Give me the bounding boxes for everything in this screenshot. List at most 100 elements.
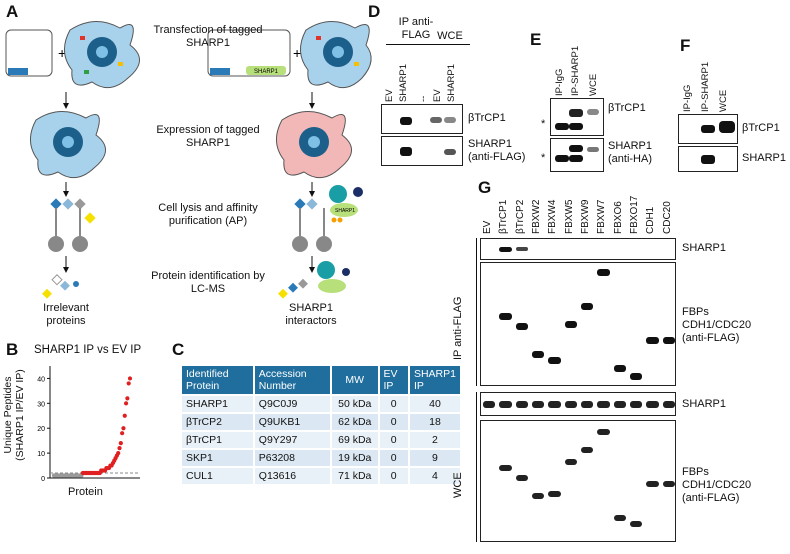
data-point bbox=[118, 441, 123, 446]
cell: 0 bbox=[378, 448, 410, 467]
irrelevant-fragments bbox=[42, 274, 79, 299]
lane-g-label: FBXW4 bbox=[547, 199, 559, 234]
lane-g-label: FBXW2 bbox=[531, 199, 542, 234]
cell: P63208 bbox=[253, 448, 333, 467]
cell: 19 kDa bbox=[331, 448, 380, 467]
cell: 0 bbox=[378, 394, 410, 413]
y-tick-label: 40 bbox=[37, 376, 45, 383]
cell: 0 bbox=[378, 412, 410, 431]
y-tick-label: 30 bbox=[37, 401, 45, 408]
workflow-diagram: + SHARP1 + bbox=[5, 21, 372, 299]
blot-e-sharp1 bbox=[550, 138, 604, 172]
lane-f-sharp1: IP-SHARP1 bbox=[700, 61, 711, 112]
lane-e-igg: IP-IgG bbox=[554, 68, 565, 96]
band bbox=[548, 491, 561, 497]
band bbox=[564, 321, 577, 328]
group-wce-line bbox=[432, 44, 470, 45]
section-line-wce bbox=[476, 392, 477, 542]
table-row: βTrCP1 Q9Y297 69 kDa 0 2 bbox=[182, 430, 463, 449]
plasmid-empty bbox=[5, 29, 53, 77]
lane-g-label: CDH1 bbox=[645, 206, 657, 234]
band bbox=[581, 447, 594, 453]
chart-ylabel: Unique Peptides (SHARP1 IP/EV IP) bbox=[2, 369, 26, 461]
data-point bbox=[125, 396, 130, 401]
row-f-btrcp1: βTrCP1 bbox=[742, 122, 780, 134]
blot-d-btrcp1 bbox=[381, 104, 463, 134]
data-point bbox=[122, 413, 127, 418]
lane-empty: -- bbox=[418, 95, 429, 102]
table-row: βTrCP2 Q9UKB1 62 kDa 0 18 bbox=[182, 412, 463, 431]
lane-f-wce: WCE bbox=[718, 89, 729, 112]
band bbox=[548, 357, 561, 364]
band bbox=[548, 401, 561, 408]
cell: Q9C0J9 bbox=[253, 394, 333, 413]
data-point bbox=[116, 451, 121, 456]
band bbox=[630, 401, 643, 408]
data-point bbox=[127, 376, 133, 381]
y-tick-label: 0 bbox=[41, 476, 45, 483]
band bbox=[646, 337, 659, 344]
cell: SHARP1 bbox=[182, 394, 255, 413]
step-identification: Protein identification by LC-MS bbox=[151, 270, 265, 295]
cell: 4 bbox=[408, 466, 463, 484]
table-header-row: Identified Protein Accession Number MW E… bbox=[182, 366, 463, 395]
data-point bbox=[123, 401, 129, 406]
cell: βTrCP2 bbox=[182, 412, 255, 431]
cell: βTrCP1 bbox=[182, 430, 255, 449]
row-g-wce-sharp1: SHARP1 bbox=[682, 398, 727, 410]
lane-g-label: EV bbox=[482, 220, 493, 234]
band bbox=[613, 365, 626, 372]
blot-e-btrcp1 bbox=[550, 98, 604, 136]
band bbox=[597, 401, 610, 408]
band bbox=[613, 515, 626, 521]
chart-xlabel: Protein bbox=[68, 486, 103, 498]
cell: 69 kDa bbox=[331, 430, 380, 449]
band bbox=[499, 247, 512, 252]
cell: 40 bbox=[408, 394, 463, 413]
lane-g-label: FBXO17 bbox=[629, 195, 640, 234]
lane-g-label: βTrCP1 bbox=[498, 199, 510, 234]
band bbox=[662, 401, 675, 408]
cell: 0 bbox=[378, 430, 410, 449]
table-row: SKP1 P63208 19 kDa 0 9 bbox=[182, 448, 463, 467]
band bbox=[532, 493, 545, 499]
data-point bbox=[121, 426, 126, 431]
header-ev-ip: EV IP bbox=[378, 366, 410, 395]
lane-e-wce: WCE bbox=[588, 73, 599, 96]
y-tick-label: 10 bbox=[37, 451, 45, 458]
band bbox=[515, 247, 528, 251]
header-accession: Accession Number bbox=[253, 366, 333, 395]
lane-g-label: FBXW5 bbox=[563, 199, 575, 234]
cell: 9 bbox=[408, 448, 463, 467]
band bbox=[630, 521, 643, 527]
band bbox=[646, 401, 659, 408]
cell: Q9UKB1 bbox=[253, 412, 333, 431]
asterisk-2: * bbox=[541, 152, 546, 164]
row-d-btrcp1: βTrCP1 bbox=[468, 112, 506, 124]
row-d-sharp1: SHARP1 (anti-FLAG) bbox=[468, 138, 526, 163]
row-e-btrcp1: βTrCP1 bbox=[608, 102, 646, 114]
cell: Q13616 bbox=[253, 466, 333, 484]
group-ip-line bbox=[386, 44, 438, 45]
cell: 2 bbox=[408, 430, 463, 449]
lane-ev: EV bbox=[384, 89, 395, 102]
cell: 71 kDa bbox=[331, 466, 380, 484]
cell: Q9Y297 bbox=[253, 430, 333, 449]
blot-g-ip-fbp bbox=[480, 262, 676, 386]
band bbox=[613, 401, 626, 408]
blot-g-wce-sharp1 bbox=[480, 392, 676, 416]
lane-sharp1-wce: SHARP1 bbox=[446, 63, 457, 102]
irrelevant-proteins-label: Irrelevant proteins bbox=[43, 302, 89, 327]
blot-g-wce-fbp bbox=[480, 420, 676, 542]
band bbox=[483, 401, 496, 408]
row-g-ip-fbp: FBPs CDH1/CDC20 (anti-FLAG) bbox=[682, 306, 752, 344]
lane-g-label: FBXW7 bbox=[596, 199, 608, 234]
band bbox=[532, 401, 545, 408]
data-point bbox=[126, 381, 131, 386]
band bbox=[597, 429, 610, 435]
data-point bbox=[120, 431, 125, 436]
row-g-ip-sharp1: SHARP1 bbox=[682, 242, 727, 254]
panel-label-g: G bbox=[478, 178, 492, 197]
blot-d-sharp1 bbox=[381, 136, 463, 166]
